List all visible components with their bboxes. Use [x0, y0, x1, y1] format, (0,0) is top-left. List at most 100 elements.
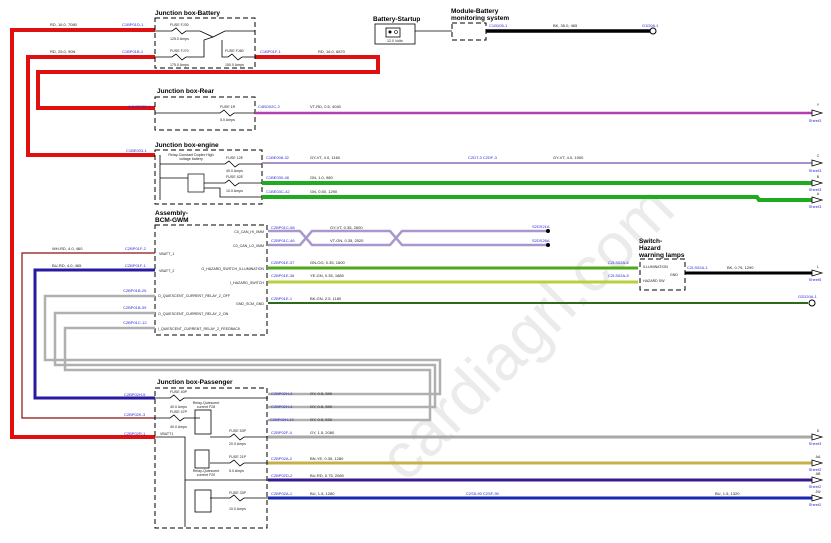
battery-voltage: 12.0 Volts [387, 39, 403, 43]
fuse-label: FUSE 42E [226, 175, 244, 179]
connector-label: C2LS02A-6 [608, 260, 629, 265]
connector-label: C1BE003-1 [126, 148, 147, 153]
pin-label: VBATT_2 [159, 269, 174, 273]
component-title: Battery-Startup [373, 16, 420, 23]
component-title: BCM-GWM [155, 217, 189, 224]
pin-label: GND [670, 273, 678, 277]
battery-icon [385, 27, 401, 38]
component-title: Switch- [639, 238, 662, 245]
fuse-label: FUSE 33P [229, 491, 247, 495]
pin-label: O_QUIESCENT_CURRENT_RELAY_2_ON [158, 312, 229, 316]
connector-label: G1D08-1 [642, 23, 659, 28]
relay-label: Relay-Quiescent current F20 [188, 469, 224, 478]
connector-label: C2BP01B-25 [123, 288, 147, 293]
sheet-ref-letter: A [817, 192, 820, 196]
connector-label: C2BP02K-3 [124, 412, 146, 417]
component-title: Junction box-engine [155, 142, 219, 149]
fuse-label: FUSE 1R [220, 105, 236, 109]
connector-label: C4WR02E-1 [128, 104, 151, 109]
connector-label: C2BP01C-58 [271, 225, 295, 230]
fuse-rating: 5.0 Amps [229, 469, 244, 473]
sheet-ref-letter: AB [816, 472, 821, 476]
connector-label: C1BE030-48 [266, 175, 290, 180]
connector-label: G2D20A-1 [798, 294, 818, 299]
connector-label: C2BP02D-2 [271, 473, 293, 478]
fuse-rating: 10.0 Amps [226, 189, 243, 193]
fuse-rating: 175.0 Amps [170, 63, 189, 67]
fuse-rating: 40.0 Amps [226, 169, 243, 173]
sheet-link[interactable]: Sheet3 [809, 168, 822, 173]
sheet-link[interactable]: Sheet3 [809, 118, 822, 123]
hazard-switch [639, 258, 686, 291]
connector-label: C2BP02H-13 [270, 417, 294, 422]
connector-label: C1BP01D-1 [122, 22, 144, 27]
sheet-ref-letter: D [817, 429, 820, 433]
can-twisted-pair[interactable] [268, 229, 548, 247]
connector-label: C2BP02R-1 [124, 431, 146, 436]
wire-gn-2[interactable] [262, 195, 815, 202]
fuse-rating: 40.0 Amps [170, 405, 187, 409]
wire-spec: GN-OG, 0.35, 1600 [310, 260, 345, 265]
pin-label: C0_CAN_HI_0MM [234, 230, 264, 234]
junction-box-passenger [154, 387, 268, 529]
sheet-link[interactable]: Sheet3 [809, 441, 822, 446]
sheet-link[interactable]: Sheet2 [809, 502, 822, 507]
fuse-label: FUSE 12E [226, 156, 244, 160]
connector-label: C2BP02F-4 [271, 430, 293, 435]
fuse-rating: 125.0 Amps [170, 37, 189, 41]
wire-red-main[interactable] [10, 28, 380, 439]
connector-label: C2BP01F-1 [125, 263, 147, 268]
pin-label: I_QUIESCENT_CURRENT_RELAY_2_FEEDBACK [158, 327, 241, 331]
sheet-link[interactable]: Sheet3 [809, 187, 822, 192]
connector-label: C4BO02C-2 [258, 104, 281, 109]
watermark: cardiagrl.com [365, 171, 688, 494]
wire-spec: BU, 1.5, 1320 [715, 491, 740, 496]
wire-spec: GY, 1.5, 2080 [310, 430, 335, 435]
junction-box-battery [154, 17, 256, 69]
connector-label: C2BP02A-2 [271, 456, 293, 461]
connector-label: C10D05-1 [489, 23, 508, 28]
connector-label: C2BP01E-36 [271, 273, 295, 278]
splice-label: C2DT-3 C2DF-3 [468, 155, 498, 160]
wire-spec: GY-VT, 4.0, 1900 [553, 155, 584, 160]
connector-label: C2BP01F-2 [125, 246, 147, 251]
wire-spec: VT-GN, 0.35, 2520 [330, 238, 364, 243]
connector-label: C2BP02H-5 [124, 392, 146, 397]
connector-label: C2BP02A-1 [271, 491, 293, 496]
junction-box-rear [154, 96, 256, 131]
sheet-arrows [811, 109, 824, 502]
wire-gy-quiescent[interactable] [43, 294, 442, 422]
pin-label: VBATT_1 [159, 252, 174, 256]
fuse-label: FUSE FJ30 [170, 23, 189, 27]
fuse-rating: 5.0 Amps [220, 118, 235, 122]
fuse-rating: 40.0 Amps [170, 425, 187, 429]
sheet-link[interactable]: Sheet5 [809, 277, 822, 282]
fuse-rating: 20.0 Amps [229, 442, 246, 446]
connector-label: C1BE008-32 [266, 155, 290, 160]
connector-label: C1BE03C-42 [266, 189, 290, 194]
wire-bu-rd[interactable] [33, 268, 155, 400]
wire-spec: GN, 0.50, 1290 [310, 189, 338, 194]
wire-spec: BK, 35.0, 465 [553, 23, 578, 28]
wire-spec: WH-RD, 4.0, 460 [52, 246, 83, 251]
wire-wh-rd[interactable] [21, 252, 155, 419]
connector-label: C2BP01B-39 [123, 305, 147, 310]
wire-spec: GY-VT, 4.0, 1160 [310, 155, 341, 160]
fuse-label: FUSE FJ70 [170, 49, 189, 53]
ground-icon [649, 27, 657, 35]
sheet-link[interactable]: Sheet2 [809, 484, 822, 489]
ground-icon [808, 299, 816, 307]
component-title: warning lamps [638, 252, 685, 259]
battery-startup [374, 23, 416, 45]
wire-spec: RD, 16.0, 6870 [318, 49, 346, 54]
wire-spec: YE-GN, 0.35, 1880 [310, 273, 345, 278]
fuse-label: FUSE 53P [229, 429, 247, 433]
connector-label: C2BP01C-12 [123, 320, 147, 325]
sheet-link[interactable]: Sheet2 [809, 467, 822, 472]
fuse-label: FUSE FJ80 [225, 49, 244, 53]
sheet-ref-letter: C [817, 154, 820, 158]
sheet-link[interactable]: Sheet3 [809, 204, 822, 209]
wire-spec: GY, 0.5, 390 [310, 404, 333, 409]
sheet-ref-letter: AA [816, 455, 821, 459]
